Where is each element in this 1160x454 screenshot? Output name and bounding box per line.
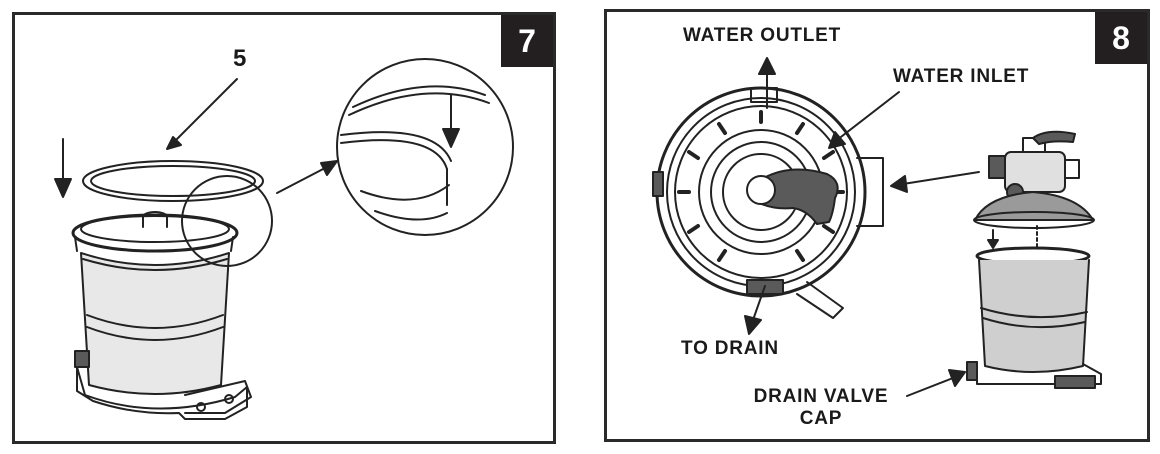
- water-inlet-arrow: [836, 91, 900, 141]
- detail-circle-zoom: [336, 58, 514, 236]
- callout-5-arrowhead: [166, 136, 182, 150]
- step-8-panel: 8 WATER OUTLET WATER INLET TO DRAIN DRAI…: [604, 9, 1150, 442]
- outlet-port: [750, 87, 778, 103]
- label-drain-valve-line1: DRAIN VALVE: [753, 386, 889, 407]
- step-7-illustration: [54, 58, 514, 420]
- step-8-badge: 8: [1095, 12, 1147, 64]
- callout-5-leader: [172, 78, 238, 144]
- part-callout-5: 5: [233, 45, 248, 72]
- center-pipe: [142, 211, 168, 228]
- label-water-inlet: WATER INLET: [893, 66, 1030, 87]
- to-drain-arrow: [752, 285, 766, 321]
- drain-valve-cap: [966, 361, 978, 381]
- lid-slots: [677, 110, 845, 262]
- side-view-arrow: [902, 171, 980, 185]
- label-water-outlet: WATER OUTLET: [683, 25, 842, 46]
- step-8-illustration: [652, 57, 1102, 397]
- valve-handle: [756, 168, 839, 225]
- label-to-drain: TO DRAIN: [681, 338, 779, 359]
- drain-valve-cap-arrow: [906, 377, 954, 397]
- side-fitting-right: [856, 157, 884, 227]
- label-drain-valve-line2: CAP: [799, 408, 843, 429]
- step-7-badge: 7: [501, 15, 553, 67]
- drain-fitting-7: [74, 350, 90, 368]
- zoom-arrow: [276, 166, 328, 194]
- tank-base: [76, 366, 248, 420]
- tank-body: [80, 252, 230, 395]
- o-ring: [82, 160, 264, 202]
- step-7-panel: 7 5: [12, 12, 556, 444]
- zoom-detail-rings: [340, 85, 490, 221]
- detail-circle-small: [181, 175, 273, 267]
- label-drain-valve-cap: DRAIN VALVE CAP: [741, 386, 901, 430]
- filter-side-view: [966, 130, 1102, 389]
